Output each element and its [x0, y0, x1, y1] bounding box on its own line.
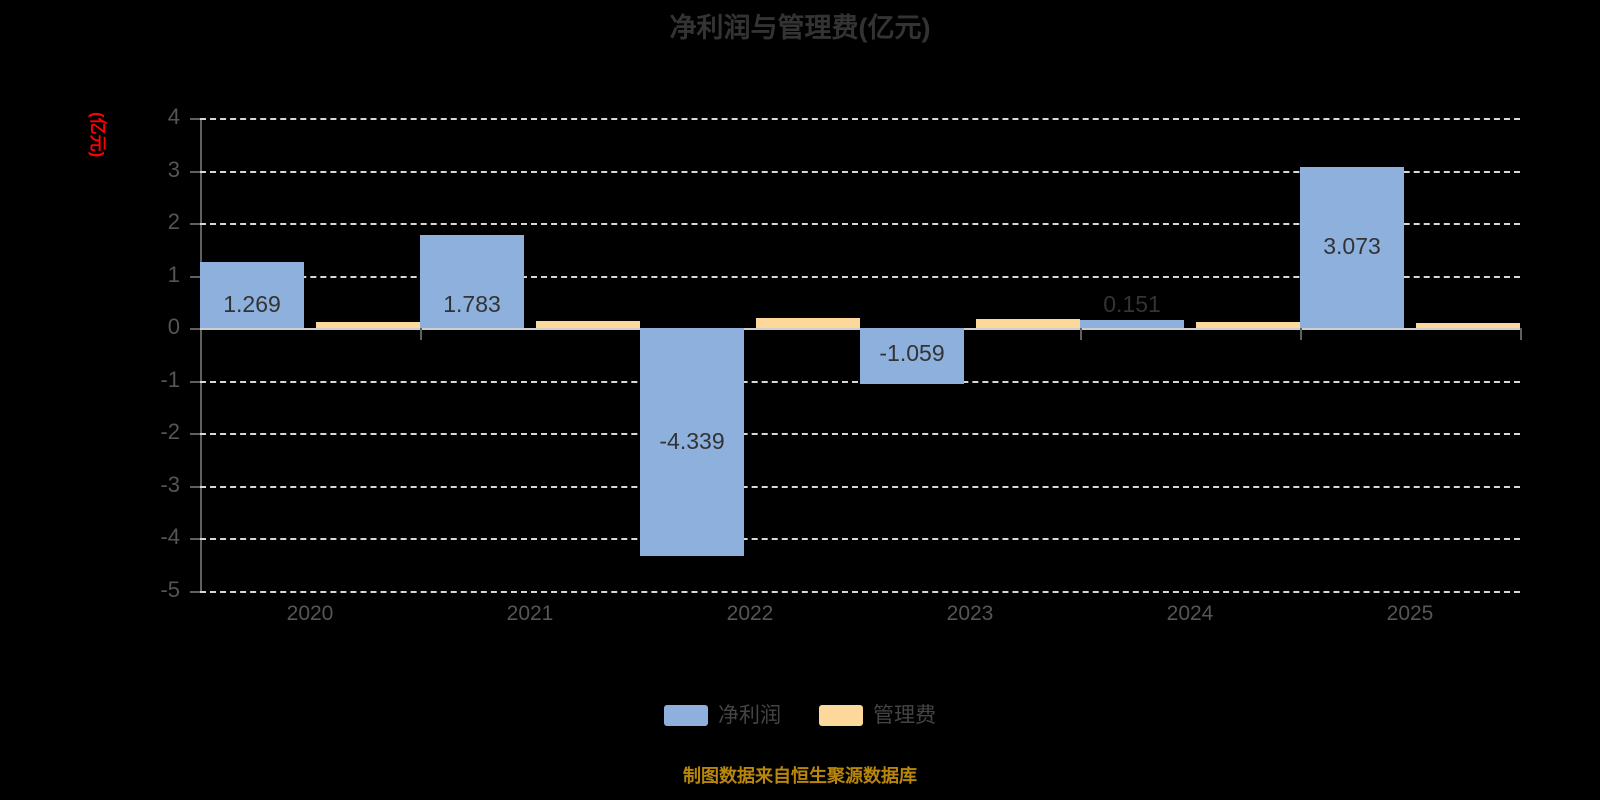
gridline	[200, 223, 1520, 226]
gridline	[200, 485, 1520, 488]
bar-value-label: -1.059	[879, 340, 945, 367]
bar-net-profit[interactable]	[1300, 166, 1404, 329]
x-axis-label: 2024	[1166, 602, 1214, 625]
y-axis-tick-label: 0	[167, 314, 180, 340]
footnote: 制图数据来自恒生聚源数据库	[683, 766, 917, 786]
y-axis-unit-label: (亿元)	[88, 112, 107, 158]
legend-item[interactable]: 净利润	[664, 705, 781, 726]
plot-area: 1.269 1.783 -4.339 -1.059 0.151 3.073	[200, 118, 1522, 593]
x-axis-label: 2022	[726, 602, 774, 625]
bar-value-label: 3.073	[1323, 233, 1381, 260]
y-axis-tick-label: -1	[160, 366, 180, 392]
gridline	[200, 538, 1520, 541]
y-axis-tick-label: 1	[167, 261, 180, 287]
x-axis-label: 2023	[946, 602, 994, 625]
gridline	[200, 591, 1520, 593]
y-axis-tick	[190, 538, 200, 541]
bar-net-profit[interactable]	[860, 328, 964, 384]
bar-admin-fee[interactable]	[316, 322, 420, 329]
legend-label: 净利润	[718, 704, 781, 727]
category-separator	[1300, 328, 1302, 341]
gridline	[200, 170, 1520, 173]
y-axis-tick	[190, 170, 200, 173]
category-separator	[420, 328, 422, 341]
gridline	[200, 275, 1520, 278]
y-axis-tick	[190, 223, 200, 226]
bar-net-profit[interactable]	[200, 261, 304, 329]
legend-swatch	[819, 705, 863, 726]
y-axis-tick	[190, 328, 200, 331]
chart-title: 净利润与管理费(亿元)	[669, 13, 931, 43]
y-axis-tick-label: -3	[160, 471, 180, 497]
y-axis-line	[200, 118, 202, 591]
gridline	[200, 118, 1520, 120]
bar-admin-fee[interactable]	[1196, 321, 1300, 329]
legend-item[interactable]: 管理费	[819, 705, 936, 726]
bar-admin-fee[interactable]	[756, 318, 860, 329]
y-axis-tick	[190, 433, 200, 436]
category-separator	[1520, 328, 1522, 341]
y-axis-tick	[190, 118, 200, 120]
y-axis-tick	[190, 380, 200, 383]
y-axis-tick-label: 4	[167, 104, 180, 129]
x-axis-label: 2020	[286, 602, 334, 625]
bar-net-profit[interactable]	[640, 328, 744, 557]
gridline	[200, 433, 1520, 436]
y-axis-tick-label: 2	[167, 209, 180, 235]
bar-admin-fee[interactable]	[1416, 323, 1520, 329]
bar-admin-fee[interactable]	[536, 320, 640, 329]
y-axis-tick-label: 3	[167, 156, 180, 182]
y-axis-tick	[190, 275, 200, 278]
bar-admin-fee[interactable]	[976, 319, 1080, 329]
x-axis-label: 2021	[506, 602, 554, 625]
legend-label: 管理费	[873, 704, 936, 727]
bar-value-label: 1.269	[223, 291, 281, 318]
bar-value-label: 0.151	[1103, 291, 1161, 318]
chart-legend: 净利润 管理费	[0, 705, 1600, 726]
category-separator	[1080, 328, 1082, 341]
bar-value-label: -4.339	[659, 428, 725, 455]
y-axis-tick	[190, 485, 200, 488]
y-axis-tick-label: -2	[160, 419, 180, 445]
x-axis-label: 2025	[1386, 602, 1434, 625]
legend-swatch	[664, 705, 708, 726]
y-axis-tick-label: -5	[160, 577, 180, 602]
bar-net-profit[interactable]	[420, 234, 524, 329]
y-axis-tick-label: -4	[160, 524, 180, 550]
bar-value-label: 1.783	[443, 291, 501, 318]
y-axis-tick	[190, 591, 200, 593]
bar-net-profit[interactable]	[1080, 320, 1184, 329]
